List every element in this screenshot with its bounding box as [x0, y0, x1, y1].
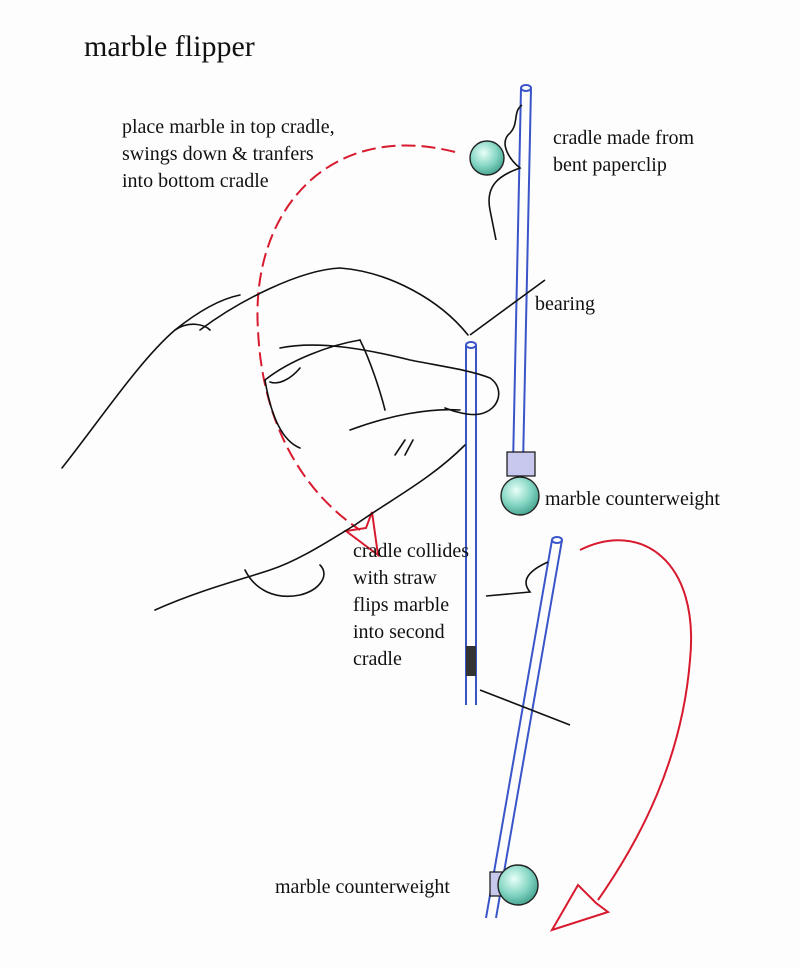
hand-outline [61, 267, 500, 611]
lower-arrowhead [549, 883, 611, 932]
paperclip-cradle [488, 104, 523, 241]
counterweight-wrap-upper [506, 451, 536, 477]
lower-pivot-line [479, 689, 571, 726]
upper-counterweight-marble [500, 476, 540, 516]
held-straw [465, 341, 477, 705]
cradle-note-line-1: cradle made from [553, 127, 695, 149]
top-instruction-line-3: into bottom cradle [122, 170, 269, 192]
swing-path-arrow [256, 144, 456, 531]
collision-note-line-2: with straw [353, 567, 437, 589]
collision-note-line-5: cradle [353, 648, 402, 670]
bearing-label: bearing [535, 293, 595, 315]
lower-straw [485, 536, 563, 919]
bearing-axle [469, 279, 546, 336]
upper-straw [512, 84, 532, 466]
top-instruction-line-2: swings down & tranfers [122, 143, 314, 165]
collision-note-line-3: flips marble [353, 594, 450, 616]
lower-counterweight-marble [497, 864, 539, 906]
straw-marker [466, 646, 476, 676]
lower-cradle-clip [485, 561, 549, 597]
swing-arrowhead [343, 511, 380, 558]
top-marble [469, 140, 505, 176]
top-instruction-line-1: place marble in top cradle, [122, 116, 335, 138]
collision-note-line-4: into second [353, 621, 445, 643]
cradle-note-line-2: bent paperclip [553, 154, 667, 176]
page-title: marble flipper [84, 30, 255, 63]
lower-counterweight-label: marble counterweight [275, 876, 450, 898]
collision-note-line-1: cradle collides [353, 540, 470, 562]
upper-counterweight-label: marble counterweight [545, 488, 720, 510]
lower-swing-arrow [579, 539, 693, 901]
